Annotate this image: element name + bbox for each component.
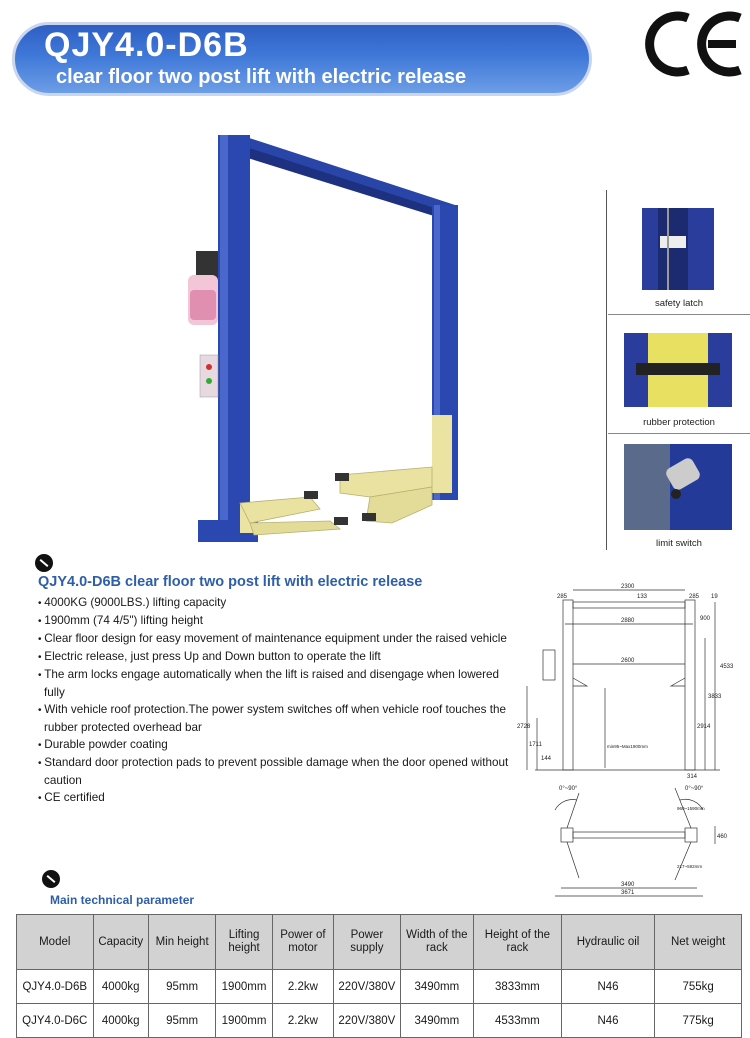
detail-caption: rubber protection <box>643 417 715 428</box>
table-cell: N46 <box>560 969 656 1004</box>
limit-switch-photo-icon <box>624 444 732 530</box>
table-cell: 755kg <box>654 969 742 1004</box>
dimension-drawing: 2300 2880 2600 285 133 285 19 900 3833 4… <box>517 584 734 897</box>
features-title: QJY4.0-D6B clear floor two post lift wit… <box>38 574 423 590</box>
table-header-row: Model Capacity Min height Lifting height… <box>16 914 742 970</box>
column-header: Hydraulic oil <box>560 914 656 970</box>
spec-table: Model Capacity Min height Lifting height… <box>16 914 742 1038</box>
table-cell: QJY4.0-D6B <box>16 969 94 1004</box>
dim-label: 0°~90° <box>559 786 578 792</box>
rubber-protection-photo-icon <box>624 333 732 407</box>
column-header: Lifting height <box>215 914 273 970</box>
feature-item: • Clear floor design for easy movement o… <box>38 632 507 645</box>
column-header: Model <box>16 914 94 970</box>
feature-list: • 4000KG (9000LBS.) lifting capacity • 1… <box>38 594 518 807</box>
detail-caption: limit switch <box>656 538 702 549</box>
table-cell: 2.2kw <box>271 969 335 1004</box>
dim-label: 2300 <box>621 584 635 590</box>
feature-item: • With vehicle roof protection.The power… <box>38 703 506 734</box>
table-cell: 3490mm <box>399 1003 475 1038</box>
column-header: Height of the rack <box>473 914 562 970</box>
table-row: QJY4.0-D6C 4000kg 95mm 1900mm 2.2kw 220V… <box>16 1003 742 1038</box>
detail-divider <box>606 190 607 550</box>
dim-label: 2600 <box>621 658 635 664</box>
header-banner <box>12 22 592 96</box>
dim-label: 3490 <box>621 882 635 888</box>
dim-label: 900 <box>700 616 711 622</box>
feature-item: • Standard door protection pads to preve… <box>38 756 509 787</box>
section-bullet-icon <box>35 554 53 572</box>
table-cell: 2.2kw <box>271 1003 335 1038</box>
dim-label: 4533 <box>720 664 734 670</box>
dim-label: 3833 <box>708 694 722 700</box>
detail-limit-switch: limit switch <box>608 434 750 552</box>
dim-label: 1711 <box>529 742 543 748</box>
column-header: Power supply <box>333 914 401 970</box>
table-row: QJY4.0-D6B 4000kg 95mm 1900mm 2.2kw 220V… <box>16 969 742 1004</box>
product-subtitle: clear floor two post lift with electric … <box>56 66 467 88</box>
dim-label: 19 <box>711 594 718 600</box>
table-cell: 220V/380V <box>333 969 401 1004</box>
feature-item: • Electric release, just press Up and Do… <box>38 650 381 663</box>
table-cell: 4533mm <box>473 1003 562 1038</box>
table-cell: 95mm <box>147 969 217 1004</box>
dim-label: 3671 <box>621 890 635 896</box>
feature-item: • 4000KG (9000LBS.) lifting capacity <box>38 596 227 609</box>
safety-latch-photo-icon <box>642 208 714 290</box>
dim-label: 0°~90° <box>685 786 704 792</box>
column-header: Net weight <box>654 914 742 970</box>
dim-label: 2914 <box>697 724 711 730</box>
lift-illustration <box>188 135 458 542</box>
column-header: Width of the rack <box>399 914 475 970</box>
table-cell: 3833mm <box>473 969 562 1004</box>
column-header: Min height <box>147 914 217 970</box>
dim-label: 2728 <box>517 724 531 730</box>
detail-caption: safety latch <box>654 298 704 309</box>
product-title: QJY4.0-D6B <box>44 26 249 64</box>
table-cell: 1900mm <box>215 1003 273 1038</box>
table-cell: 1900mm <box>215 969 273 1004</box>
table-cell: 775kg <box>654 1003 742 1038</box>
table-cell: N46 <box>560 1003 656 1038</box>
dim-label: 285 <box>557 594 568 600</box>
dim-label: min95~Max1900mm <box>607 744 648 749</box>
table-cell: 3490mm <box>399 969 475 1004</box>
dim-label: 285 <box>689 594 700 600</box>
table-cell: 4000kg <box>92 969 149 1004</box>
feature-item: • 1900mm (74 4/5") lifting height <box>38 614 204 627</box>
column-header: Capacity <box>92 914 149 970</box>
feature-item: • The arm locks engage automatically whe… <box>38 668 500 699</box>
parameters-title: Main technical parameter <box>50 893 195 907</box>
detail-safety-latch: safety latch <box>608 190 750 315</box>
dim-label: 460 <box>717 834 728 840</box>
table-cell: QJY4.0-D6C <box>16 1003 94 1038</box>
dim-label: 217~592mm <box>677 864 702 869</box>
ce-mark-icon <box>645 11 742 77</box>
dim-label: 144 <box>541 756 552 762</box>
dim-label: 960~1590mm <box>677 806 705 811</box>
dim-label: 2880 <box>621 618 635 624</box>
column-header: Power of motor <box>271 914 335 970</box>
dim-label: 133 <box>637 594 648 600</box>
table-cell: 220V/380V <box>333 1003 401 1038</box>
table-cell: 4000kg <box>92 1003 149 1038</box>
detail-rubber-protection: rubber protection <box>608 315 750 434</box>
table-cell: 95mm <box>147 1003 217 1038</box>
feature-item: • Durable powder coating <box>38 738 168 751</box>
feature-item: • CE certified <box>38 791 105 804</box>
dim-label: 314 <box>687 774 698 780</box>
section-bullet-icon <box>42 870 60 888</box>
